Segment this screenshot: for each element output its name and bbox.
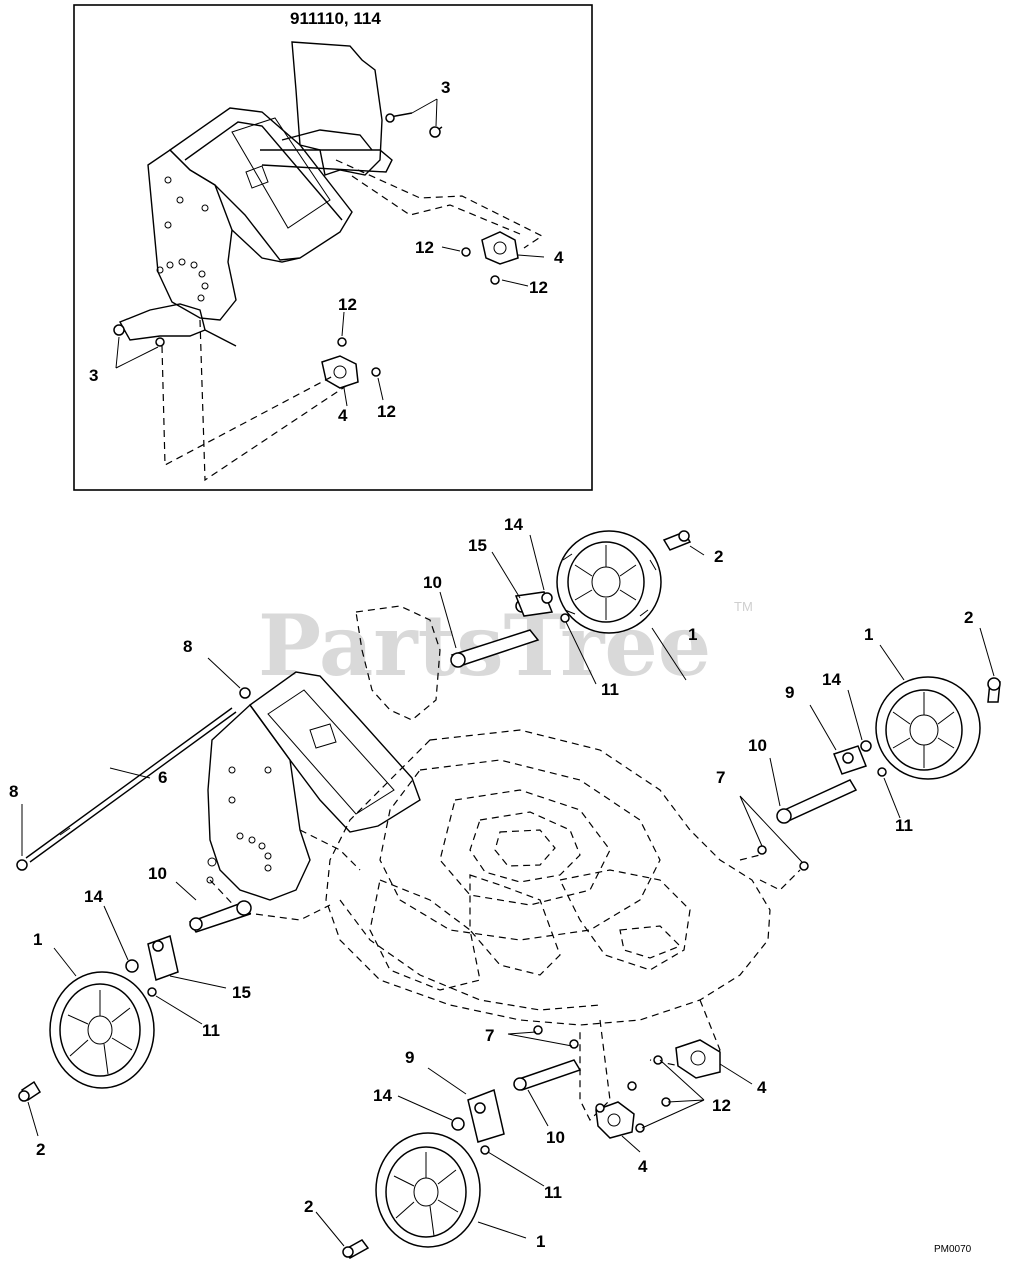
inset-label-12-c: 12 xyxy=(338,295,357,314)
rear-brackets xyxy=(595,1039,721,1139)
watermark-trademark: TM xyxy=(734,599,753,614)
label-15-top: 15 xyxy=(468,536,487,555)
reference-code: PM0070 xyxy=(934,1244,972,1255)
label-10-bottom: 10 xyxy=(546,1128,565,1147)
label-9-bottom: 9 xyxy=(405,1048,414,1067)
inset-frame xyxy=(73,4,593,491)
label-4-bracket-b: 4 xyxy=(638,1157,648,1176)
label-11-bottom: 11 xyxy=(544,1183,562,1202)
leader-lines xyxy=(21,534,995,1247)
wheel-bottom xyxy=(375,1132,481,1248)
label-2-bottom: 2 xyxy=(304,1197,313,1216)
label-8-lower: 8 xyxy=(9,782,18,801)
label-11-right: 11 xyxy=(895,816,913,835)
inset-label-12-b: 12 xyxy=(529,278,548,297)
label-2-top: 2 xyxy=(714,547,723,566)
label-10-top: 10 xyxy=(423,573,442,592)
label-11-top: 11 xyxy=(601,680,619,699)
label-14-right: 14 xyxy=(822,670,841,689)
handle-assembly-drawing xyxy=(206,605,441,921)
inset-label-3-top: 3 xyxy=(441,78,450,97)
inset-label-3-left: 3 xyxy=(89,366,98,385)
label-6-rod: 6 xyxy=(158,768,167,787)
inset-label-12-a: 12 xyxy=(415,238,434,257)
label-8-upper: 8 xyxy=(183,637,192,656)
label-10-left: 10 xyxy=(148,864,167,883)
label-15-left: 15 xyxy=(232,983,251,1002)
label-11-left: 11 xyxy=(202,1021,220,1040)
label-2-left: 2 xyxy=(36,1140,45,1159)
inset-label-4-right: 4 xyxy=(554,248,564,267)
label-12-nuts: 12 xyxy=(712,1096,731,1115)
label-7-right: 7 xyxy=(716,768,725,787)
wheel-left xyxy=(49,971,155,1089)
label-1-top: 1 xyxy=(688,625,697,644)
label-14-left: 14 xyxy=(84,887,103,906)
wheel-top xyxy=(556,530,662,634)
label-4-bracket-a: 4 xyxy=(757,1078,767,1097)
label-2-right: 2 xyxy=(964,608,973,627)
wheel-screws xyxy=(18,530,1001,1259)
label-1-right: 1 xyxy=(864,625,873,644)
inset-label-4-left: 4 xyxy=(338,406,348,425)
label-1-left: 1 xyxy=(33,930,42,949)
label-1-bottom: 1 xyxy=(536,1232,545,1251)
deck-housing-drawing xyxy=(325,729,801,1122)
label-7-lower: 7 xyxy=(485,1026,494,1045)
wheel-right xyxy=(875,676,981,780)
label-14-top: 14 xyxy=(504,515,523,534)
inset-title: 911110, 114 xyxy=(290,9,381,28)
main-labels: 1 1 1 1 2 2 2 2 6 8 8 7 7 9 9 10 10 10 1… xyxy=(9,515,973,1251)
inset-handle-assembly-drawing xyxy=(113,41,545,482)
label-10-right: 10 xyxy=(748,736,767,755)
label-9-right: 9 xyxy=(785,683,794,702)
axle-arms xyxy=(188,629,858,1091)
studs xyxy=(533,845,809,1049)
main-exploded-view: 1 1 1 1 2 2 2 2 6 8 8 7 7 9 9 10 10 10 1… xyxy=(9,515,1001,1259)
small-hardware xyxy=(125,591,887,1155)
inset-label-12-d: 12 xyxy=(377,402,396,421)
height-adjust-rod xyxy=(16,687,251,871)
label-14-bottom: 14 xyxy=(373,1086,392,1105)
inset-panel: 911110, 114 xyxy=(73,4,593,491)
